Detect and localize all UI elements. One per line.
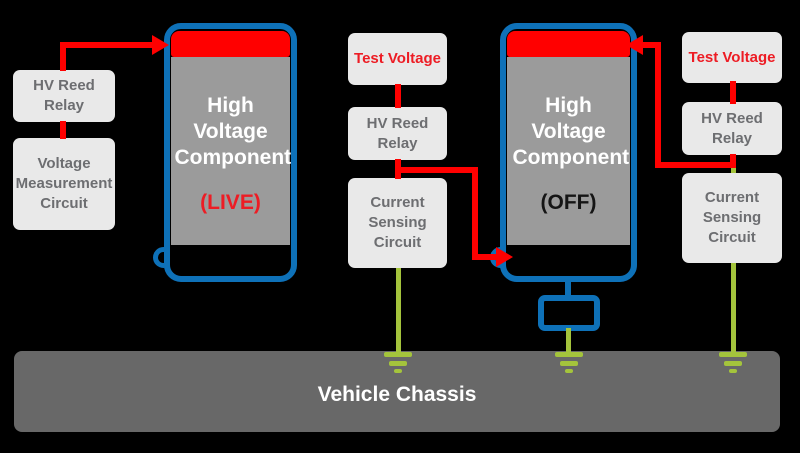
high-voltage-component-off: High Voltage Component (OFF) — [500, 23, 637, 282]
live-body — [171, 57, 290, 245]
current-sensing-circuit-label-right: Current Sensing Circuit — [702, 189, 762, 246]
off-status: (OFF) — [540, 191, 597, 214]
wire-middle-branch-horizontal — [395, 167, 478, 173]
voltage-measurement-circuit-label: Voltage Measurement Circuit — [15, 155, 113, 212]
off-title: High Voltage Component — [512, 94, 630, 169]
live-status: (LIVE) — [200, 191, 261, 214]
wire-middle-tv-to-relay — [395, 84, 401, 108]
off-body — [507, 57, 630, 245]
test-voltage-box-middle: Test Voltage — [348, 33, 447, 85]
current-sensing-circuit-box-middle: Current Sensing Circuit — [348, 178, 447, 268]
live-title: High Voltage Component — [174, 94, 292, 169]
vehicle-chassis-label: Vehicle Chassis — [317, 382, 477, 406]
arrow-into-live-component-icon — [152, 35, 169, 55]
hv-reed-relay-label-left: HV Reed Relay — [33, 77, 95, 114]
wire-right-tv-to-relay — [730, 81, 736, 104]
off-top-bar — [507, 31, 630, 57]
wire-left-relay-up — [60, 42, 66, 71]
hv-reed-relay-box-right: HV Reed Relay — [682, 102, 782, 155]
wire-right-elbow-top — [642, 42, 661, 48]
wire-left-horizontal — [60, 42, 152, 48]
wire-off-to-fuse — [565, 276, 571, 298]
wire-middle-branch-vertical — [472, 167, 478, 260]
wire-left-relay-to-measurement — [60, 121, 66, 139]
ground-wire-middle — [396, 266, 401, 356]
wire-right-elbow-vertical — [655, 42, 661, 168]
ground-wire-fuse — [566, 328, 571, 356]
current-sensing-circuit-box-right: Current Sensing Circuit — [682, 173, 782, 263]
fuse-box — [538, 295, 600, 331]
test-voltage-box-right: Test Voltage — [682, 32, 782, 83]
hv-reed-relay-box-middle: HV Reed Relay — [348, 107, 447, 160]
test-voltage-label-right: Test Voltage — [688, 48, 776, 66]
arrow-into-off-component-icon — [496, 247, 513, 267]
hv-reed-relay-label-middle: HV Reed Relay — [366, 114, 429, 152]
test-voltage-label-middle: Test Voltage — [354, 50, 441, 67]
current-sensing-circuit-label-middle: Current Sensing Circuit — [368, 194, 427, 251]
ground-wire-right — [731, 261, 736, 356]
hv-reed-relay-label-right: HV Reed Relay — [701, 109, 763, 147]
arrow-into-off-top-icon — [626, 35, 643, 55]
wire-right-elbow-bottom — [655, 162, 736, 168]
live-top-bar — [171, 31, 290, 57]
wire-middle-branch-bottom — [472, 254, 498, 260]
wire-right-relay-down — [730, 154, 736, 168]
high-voltage-component-live: High Voltage Component (LIVE) — [164, 23, 297, 282]
hv-reed-relay-box-left: HV Reed Relay — [13, 70, 115, 122]
voltage-measurement-circuit-box: Voltage Measurement Circuit — [13, 138, 115, 230]
